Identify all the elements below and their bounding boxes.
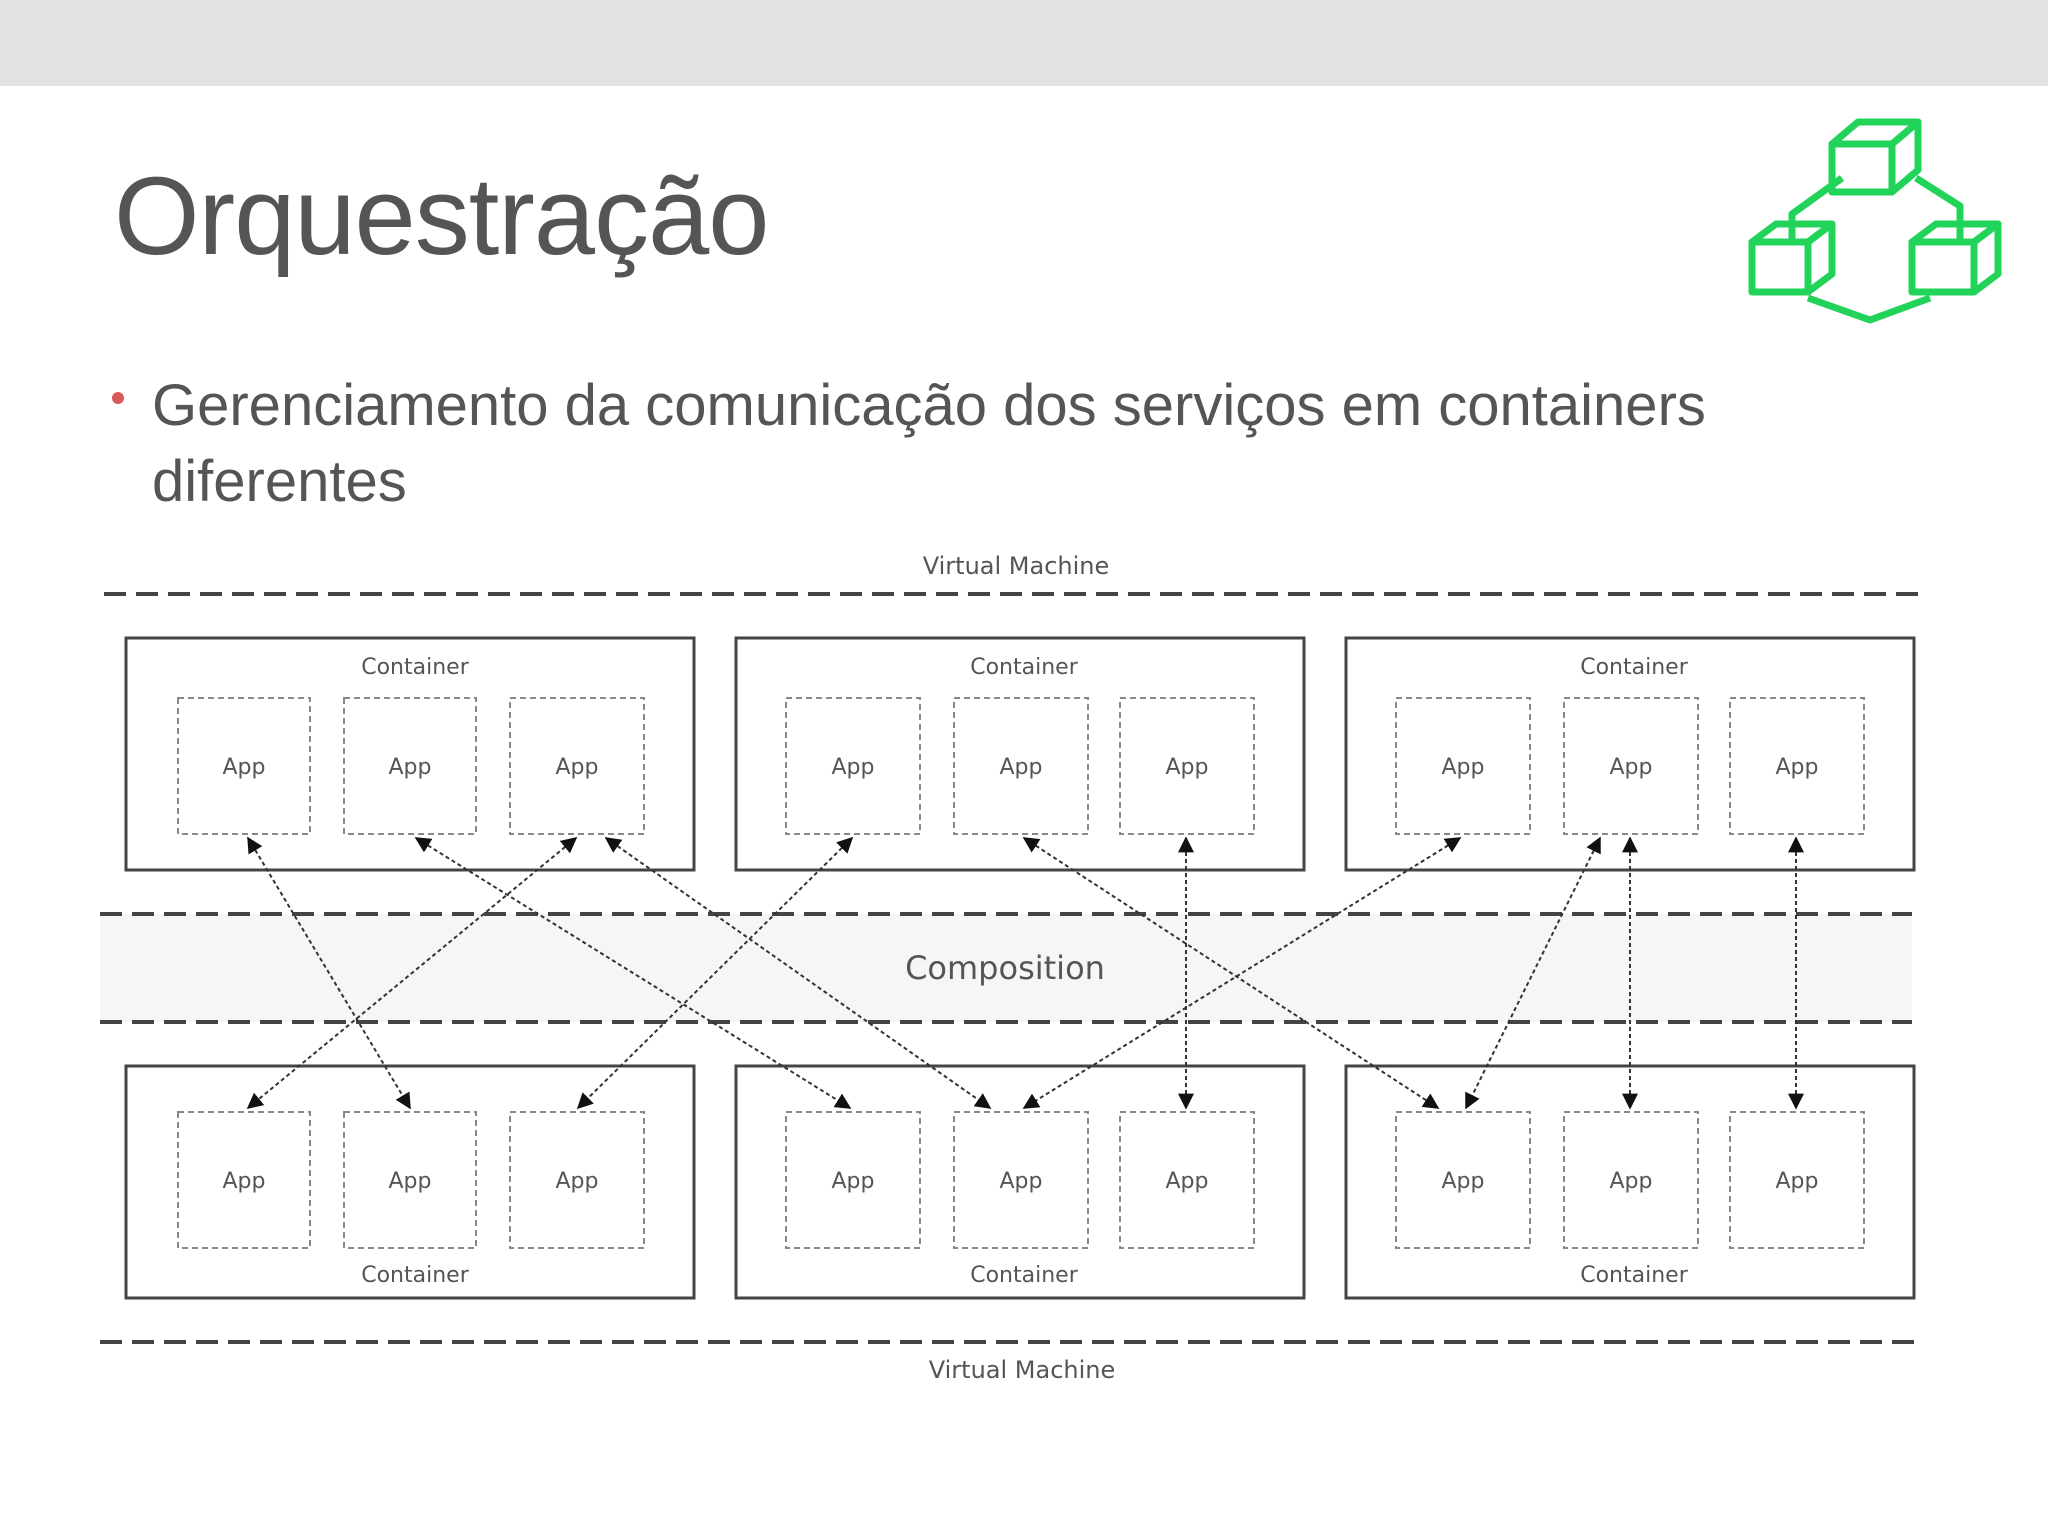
container-label: Container: [361, 1263, 469, 1288]
app-box: [1395, 697, 1531, 835]
app-label: App: [556, 755, 599, 780]
app-box: [785, 697, 921, 835]
app-box: [177, 697, 311, 835]
app-box: [343, 697, 477, 835]
app-label: App: [1166, 755, 1209, 780]
app-label: App: [1776, 1169, 1819, 1194]
app-label: App: [1442, 1169, 1485, 1194]
container-label: Container: [970, 655, 1078, 680]
container-label: Container: [970, 1263, 1078, 1288]
app-label: App: [832, 755, 875, 780]
app-box: [1729, 1111, 1865, 1249]
app-label: App: [1166, 1169, 1209, 1194]
app-label: App: [1000, 755, 1043, 780]
connection-arrow: [1022, 837, 1462, 1109]
bullet-text: Gerenciamento da comunicação dos serviço…: [152, 373, 1706, 514]
top-vm-label: Virtual Machine: [923, 552, 1110, 580]
top-container-right: Container: [1344, 636, 1916, 872]
app-label: App: [556, 1169, 599, 1194]
bullet-dot: [112, 392, 124, 404]
app-box: [1563, 1111, 1699, 1249]
bottom-vm-label: Virtual Machine: [929, 1356, 1116, 1384]
container-label: Container: [1580, 655, 1688, 680]
app-label: App: [389, 755, 432, 780]
app-box: [1119, 697, 1255, 835]
app-box: [1119, 1111, 1255, 1249]
app-label: App: [389, 1169, 432, 1194]
connected-cubes-icon: [1748, 118, 2002, 324]
app-label: App: [1776, 755, 1819, 780]
app-box: [1729, 697, 1865, 835]
app-box: [1563, 697, 1699, 835]
composition-label: Composition: [905, 949, 1105, 987]
app-box: [785, 1111, 921, 1249]
app-box: [509, 697, 645, 835]
app-box: [177, 1111, 311, 1249]
connection-arrow: [246, 836, 578, 1110]
top-container-middle: Container: [734, 636, 1306, 872]
app-box: [953, 697, 1089, 835]
container-label: Container: [1580, 1263, 1688, 1288]
app-label: App: [1442, 755, 1485, 780]
bottom-container-middle: Container: [734, 1064, 1306, 1300]
app-box: [343, 1111, 477, 1249]
slide-title: Orquestração: [114, 155, 769, 278]
connection-arrow: [1465, 836, 1601, 1110]
top-bar: [0, 0, 2048, 86]
app-label: App: [832, 1169, 875, 1194]
app-label: App: [1610, 1169, 1653, 1194]
top-container-left: Container: [124, 636, 696, 872]
container-label: Container: [361, 655, 469, 680]
app-box: [953, 1111, 1089, 1249]
connection-arrow: [576, 836, 854, 1110]
app-label: App: [1610, 755, 1653, 780]
app-label: App: [1000, 1169, 1043, 1194]
app-box: [1395, 1111, 1531, 1249]
app-label: App: [223, 1169, 266, 1194]
app-label: App: [223, 755, 266, 780]
app-box: [509, 1111, 645, 1249]
